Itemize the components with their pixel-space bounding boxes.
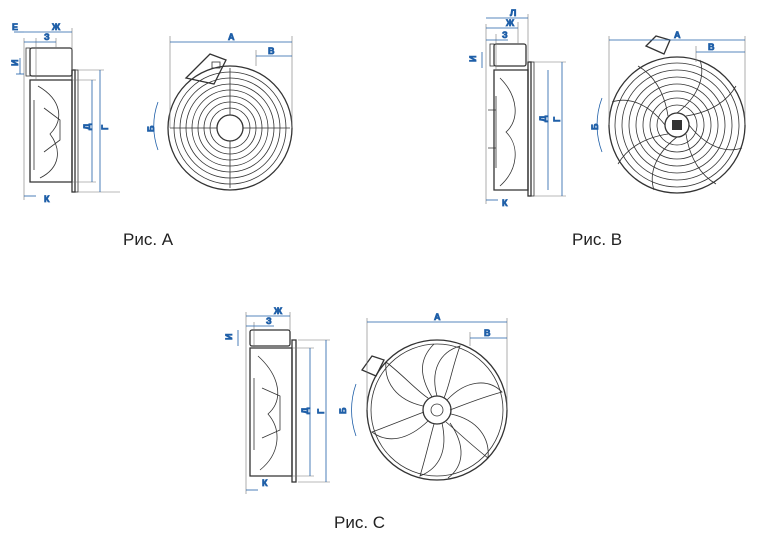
dimension-label: А [228,32,235,42]
figure-b-dimensions: Л Ж З И Д Г К [468,8,563,208]
dimension-label: Г [552,117,562,122]
dimension-label: В [708,42,715,52]
dimension-label: Г [316,409,326,414]
figure-c-front-dimensions: А В Б [338,312,507,437]
caption-figure-c: Рис. С [334,513,386,532]
figure-c-dimensions: Ж З И Д Г К [224,306,327,491]
dimension-label: И [468,56,478,62]
figure-b: Л Ж З И Д Г К [468,8,746,208]
dimension-label: Ж [505,18,515,28]
dimension-label: А [434,312,441,322]
dimension-label: Б [338,407,348,414]
figure-c-blades [371,343,503,479]
dimension-label: И [10,60,20,66]
dimension-label: В [268,46,275,56]
dimension-label: Ж [273,306,283,316]
figure-a: Е Ж З И Д Г К [10,22,293,205]
dimension-label: К [44,194,50,204]
figure-a-dimensions: Е Ж З И Д Г К [10,22,111,205]
dimension-label: Г [100,125,110,130]
dimension-label: И [224,334,234,340]
dimension-label: З [266,316,272,326]
dimension-label: А [674,30,681,40]
dimension-label: З [44,32,50,42]
dimension-label: Б [590,123,600,130]
figure-c: Ж З И Д Г К [224,306,508,494]
caption-figure-b: Рис. В [572,230,623,249]
dimension-label: Д [538,115,548,122]
dimension-label: Д [300,407,310,414]
dimension-label: К [262,478,268,488]
figure-b-spokes [611,59,743,191]
dimension-label: Д [82,123,92,130]
caption-figure-a: Рис. А [123,230,174,249]
figure-a-side-view [23,28,120,200]
figure-b-front-dimensions: А В Б [590,30,745,153]
figure-b-side-view [485,14,566,204]
dimension-label: З [502,30,508,40]
figure-a-front-dimensions: А В Б [146,32,292,151]
dimension-label: В [484,328,491,338]
figure-b-front-view [608,35,746,194]
figure-c-front-view [361,318,508,481]
dimension-label: Е [12,22,18,32]
dimension-label: Л [510,8,516,18]
dimension-label: Ж [51,22,61,32]
figure-a-front-view [167,36,293,191]
figure-c-side-view [245,312,330,494]
dimension-label: Б [146,125,156,132]
dimension-label: К [502,198,508,208]
